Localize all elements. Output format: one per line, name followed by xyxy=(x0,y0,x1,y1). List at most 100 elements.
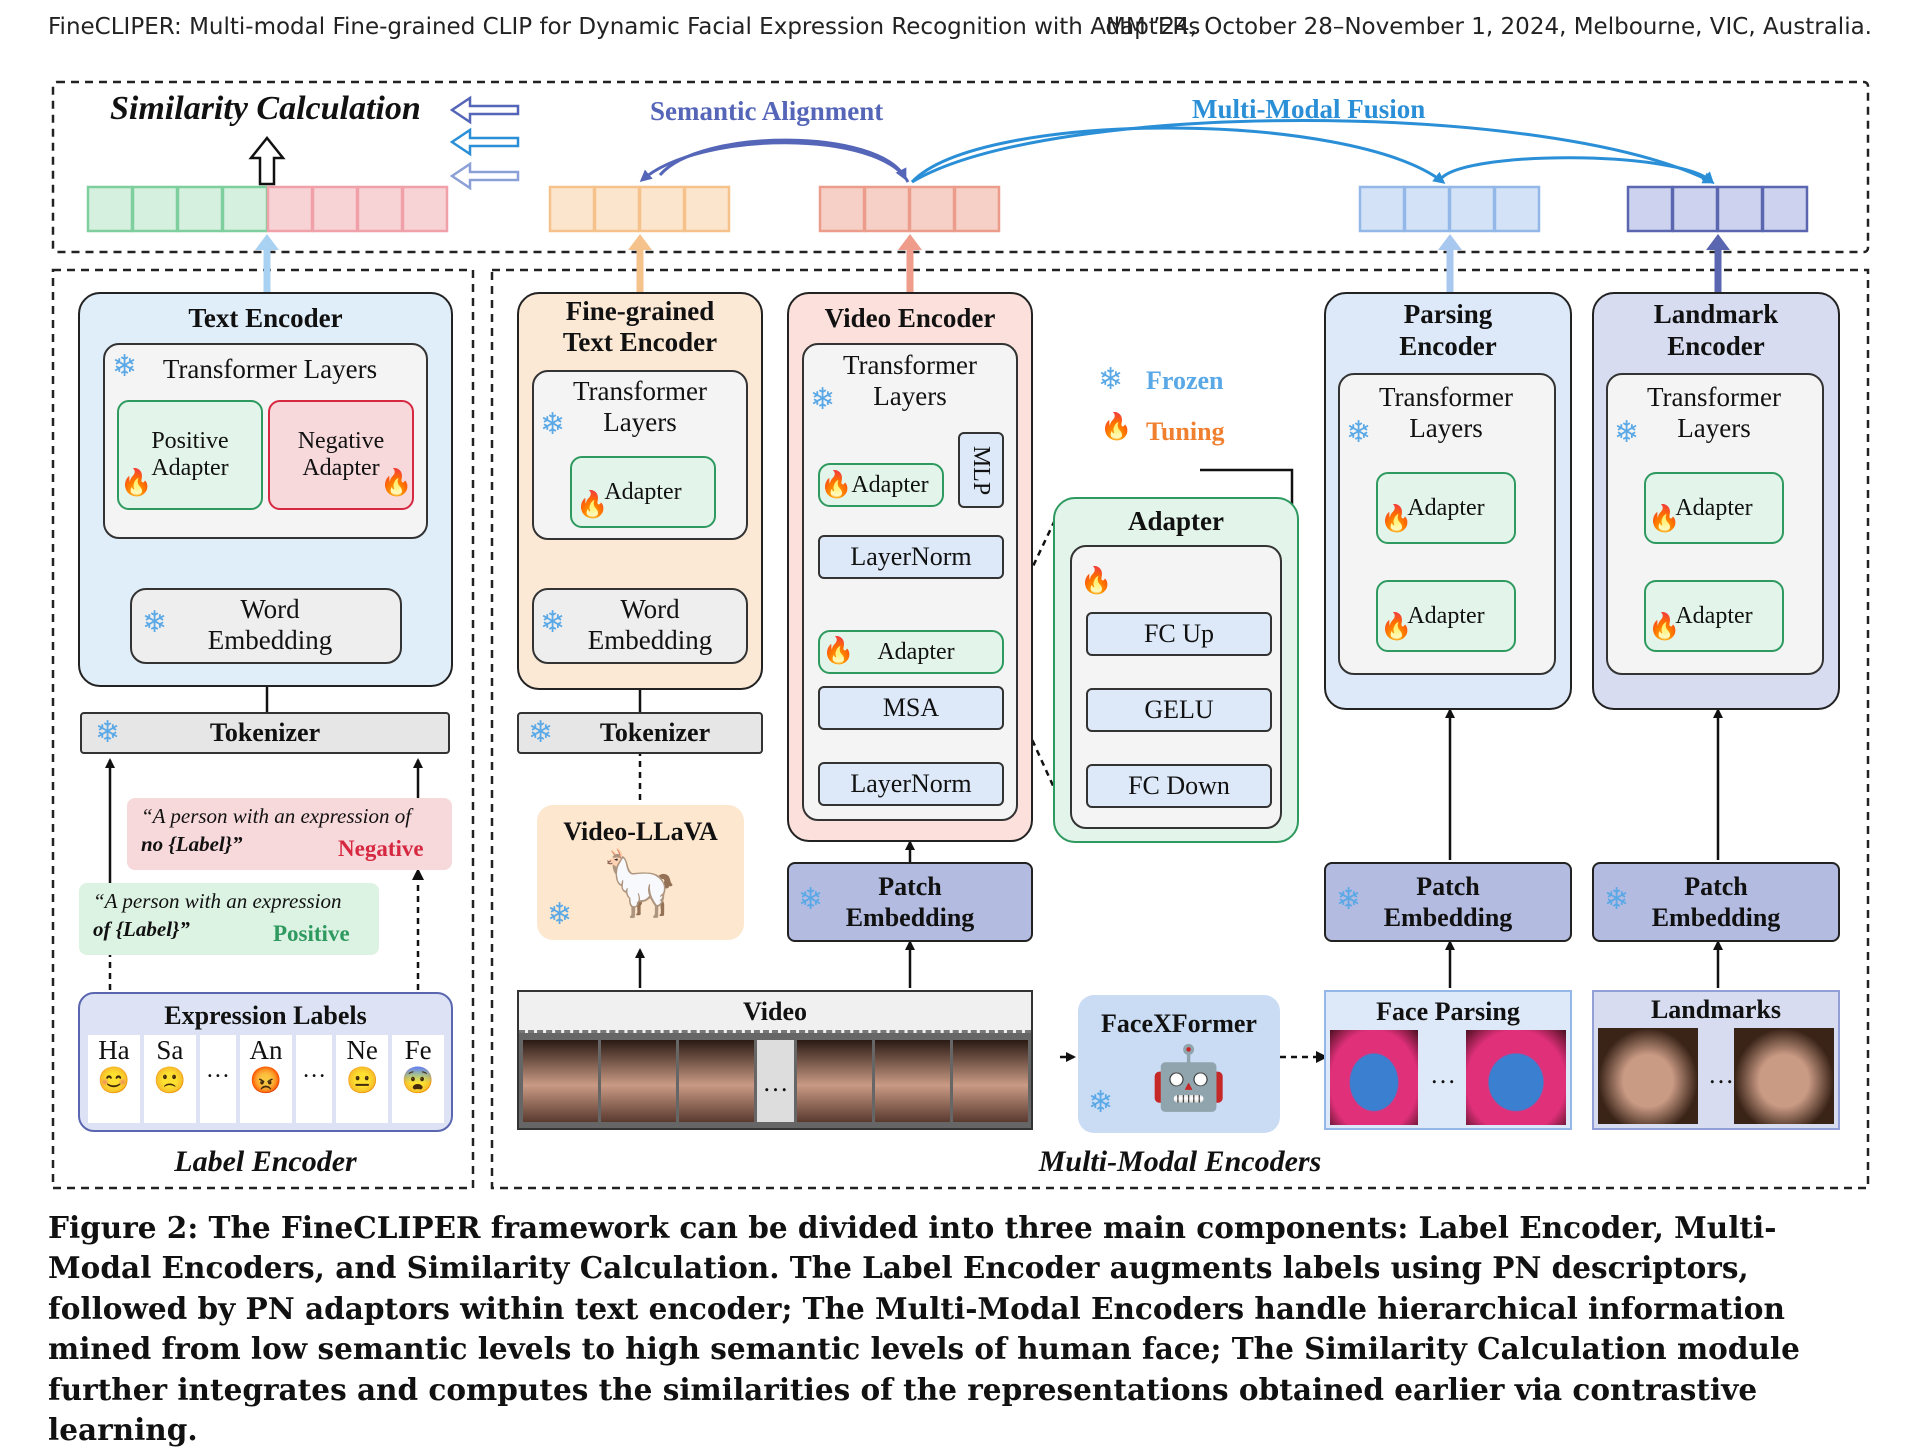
landmark-image xyxy=(1734,1028,1834,1124)
snowflake-icon: ❄ xyxy=(1614,416,1640,449)
positive-adapter: Positive Adapter xyxy=(117,400,263,510)
landmark-adapter-2: Adapter xyxy=(1644,580,1784,652)
legend-tuning: Tuning xyxy=(1146,417,1225,446)
happy-emoji-icon: 😊 xyxy=(97,1066,131,1095)
video-llava-box xyxy=(537,805,744,940)
negative-prompt-line1: “A person with an expression of xyxy=(141,804,412,828)
layernorm-label: LayerNorm xyxy=(850,769,972,798)
negative-adapter-label: Negative Adapter xyxy=(297,428,385,481)
text-transformer-layers-label: Transformer Layers xyxy=(162,354,378,384)
adapter-label: Adapter xyxy=(604,478,682,505)
label-cell: Sa🙁 xyxy=(143,1035,196,1123)
fire-icon: 🔥 xyxy=(1648,612,1681,641)
msa-label: MSA xyxy=(882,693,940,722)
positive-adapter-label: Positive Adapter xyxy=(151,428,229,481)
positive-prompt-line2: of {Label}” xyxy=(93,917,190,941)
video-patch-embedding: Patch Embedding xyxy=(787,862,1033,942)
fc-down-block: FC Down xyxy=(1086,764,1272,808)
llama-monitor-icon: 🦙 xyxy=(600,848,680,919)
adapter-detail-title: Adapter xyxy=(1128,506,1224,536)
video-frame xyxy=(678,1040,754,1122)
tokenizer: Tokenizer xyxy=(80,712,450,754)
label-encoder-title: Label Encoder xyxy=(174,1145,357,1178)
video-title-bar xyxy=(519,992,1031,1033)
video-encoder-title: Video Encoder xyxy=(824,303,996,333)
snowflake-icon: ❄ xyxy=(810,383,836,416)
word-embedding xyxy=(130,588,402,664)
fire-icon: 🔥 xyxy=(1100,412,1133,441)
running-header-left: FineCLIPER: Multi-modal Fine-grained CLI… xyxy=(48,14,1201,40)
fg-transformer-layers-label: Transformer Layers xyxy=(573,376,707,438)
adapter-label: Adapter xyxy=(1675,494,1753,521)
positive-tag: Positive xyxy=(273,921,350,946)
adapter-label: Adapter xyxy=(1675,602,1753,629)
layernorm-label: LayerNorm xyxy=(850,542,972,571)
face-parsing-title: Face Parsing xyxy=(1376,997,1520,1026)
mlp-block: MLP xyxy=(958,432,1004,508)
adapter-label: Adapter xyxy=(1407,494,1485,521)
neutral-emoji-icon: 😐 xyxy=(346,1066,379,1095)
adapter-label: Adapter xyxy=(877,638,955,665)
snowflake-icon: ❄ xyxy=(528,716,554,749)
video-adapter-top: Adapter xyxy=(818,463,944,507)
fg-tokenizer: Tokenizer xyxy=(517,712,763,754)
positive-prompt-line1: “A person with an expression xyxy=(93,889,342,913)
parsing-tokens xyxy=(1358,185,1541,233)
label-encoder-region xyxy=(51,268,475,1190)
snowflake-icon: ❄ xyxy=(1604,883,1630,916)
label-cell: Ne😐 xyxy=(336,1035,389,1123)
multimodal-fusion-label: Multi-Modal Fusion xyxy=(1192,94,1426,124)
video-ellipsis: … xyxy=(756,1040,795,1122)
fine-grained-text-tokens xyxy=(548,185,731,233)
video-frame xyxy=(797,1040,873,1122)
layernorm-bottom: LayerNorm xyxy=(818,762,1004,806)
landmark-patch-embedding: Patch Embedding xyxy=(1592,862,1840,942)
similarity-region xyxy=(51,80,1870,254)
parsing-encoder-title: Parsing Encoder xyxy=(1399,299,1497,362)
semantic-alignment-label: Semantic Alignment xyxy=(650,96,884,126)
facexformer-title: FaceXFormer xyxy=(1101,1009,1257,1038)
negative-tag: Negative xyxy=(338,836,424,861)
video-frame xyxy=(523,1040,598,1122)
fg-adapter: Adapter xyxy=(570,456,716,528)
word-embedding-label: Word Embedding xyxy=(207,594,333,656)
label-text: Sa xyxy=(156,1035,184,1065)
multimodal-region xyxy=(490,268,1870,1190)
fg-word-embedding-label: Word Embedding xyxy=(587,594,713,656)
label-text: Ne xyxy=(346,1035,378,1065)
fine-grained-text-encoder-title: Fine-grained Text Encoder xyxy=(562,296,718,358)
fearful-emoji-icon: 😨 xyxy=(401,1066,435,1095)
snowflake-icon: ❄ xyxy=(540,408,566,441)
fire-icon: 🔥 xyxy=(1380,504,1413,533)
similarity-calculation-title: Similarity Calculation xyxy=(110,90,421,127)
label-text: … xyxy=(302,1057,327,1083)
label-text: An xyxy=(249,1035,283,1065)
label-text: … xyxy=(205,1057,230,1083)
figure-caption: Figure 2: The FineCLIPER framework can b… xyxy=(48,1210,1800,1448)
parsing-adapter-2: Adapter xyxy=(1376,580,1516,652)
positive-prompt xyxy=(79,883,379,955)
parsing-adapter-1: Adapter xyxy=(1376,472,1516,544)
robot-face-icon: 🤖 xyxy=(1150,1045,1228,1113)
tokenizer-label: Tokenizer xyxy=(209,718,321,747)
landmark-image xyxy=(1598,1028,1698,1124)
video-tokens xyxy=(818,185,1001,233)
fire-icon: 🔥 xyxy=(120,468,153,497)
fire-icon: 🔥 xyxy=(822,636,855,665)
text-encoder-title: Text Encoder xyxy=(188,303,343,333)
snowflake-icon: ❄ xyxy=(1346,416,1372,449)
snowflake-icon: ❄ xyxy=(95,716,121,749)
angry-emoji-icon: 😡 xyxy=(249,1066,283,1095)
patch-embedding-label: Patch Embedding xyxy=(1383,871,1513,932)
incoming-arrows xyxy=(449,95,520,191)
video-adapter-mid: Adapter xyxy=(818,630,1004,674)
gelu-block: GELU xyxy=(1086,688,1272,732)
fire-icon: 🔥 xyxy=(820,470,853,499)
patch-embedding-label: Patch Embedding xyxy=(1651,871,1781,932)
sad-emoji-icon: 🙁 xyxy=(153,1066,186,1095)
snowflake-icon: ❄ xyxy=(798,883,824,916)
multimodal-encoders-title: Multi-Modal Encoders xyxy=(1038,1145,1322,1178)
landmark-tokens xyxy=(1626,185,1809,233)
facexformer-box xyxy=(1078,995,1280,1133)
fc-down-label: FC Down xyxy=(1128,771,1230,800)
